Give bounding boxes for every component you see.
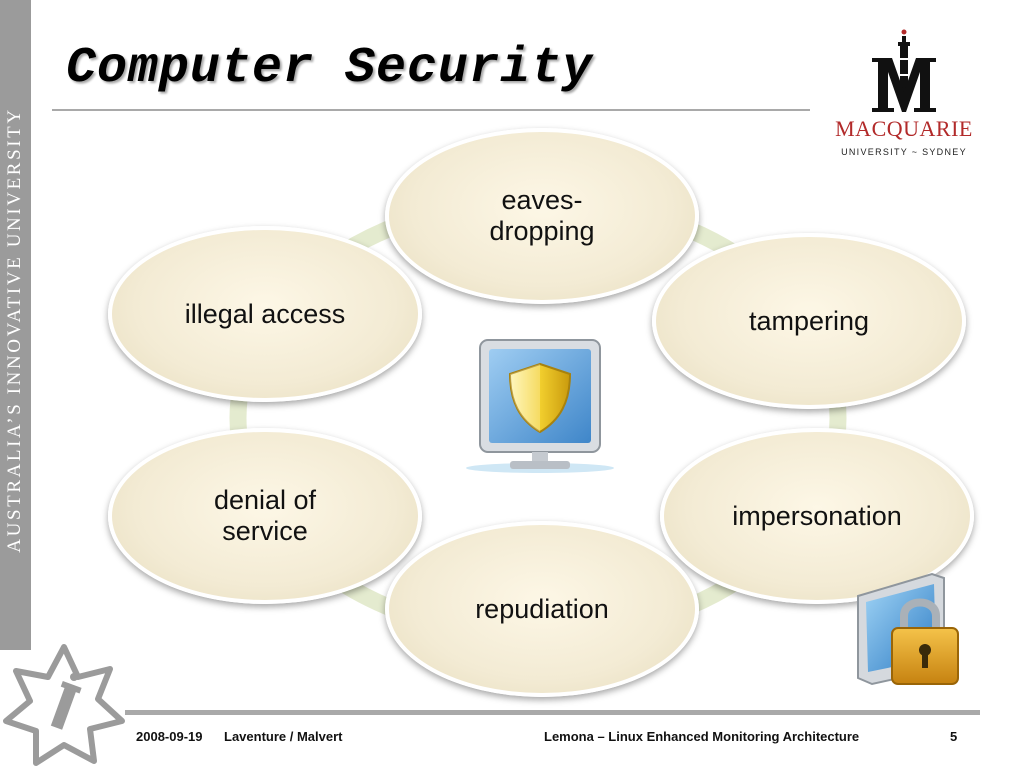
threat-label: repudiation bbox=[475, 593, 609, 624]
threat-label: impersonation bbox=[732, 500, 902, 531]
threat-eavesdropping: eaves- dropping bbox=[385, 128, 699, 304]
footer-project: Lemona – Linux Enhanced Monitoring Archi… bbox=[544, 729, 860, 744]
title-divider bbox=[52, 109, 810, 111]
padlock-monitor-icon bbox=[857, 572, 959, 686]
shield-monitor-icon bbox=[466, 339, 614, 473]
macquarie-m-icon bbox=[872, 29, 936, 112]
threat-denial-of-service: denial of service bbox=[108, 428, 422, 604]
threat-label: tampering bbox=[748, 305, 870, 336]
threat-tampering: tampering bbox=[652, 233, 966, 409]
university-logo: MACQUARIE UNIVERSITY ~ SYDNEY bbox=[834, 28, 974, 160]
footer-divider bbox=[125, 710, 980, 715]
sidebar: AUSTRALIA’S INNOVATIVE UNIVERSITY bbox=[0, 0, 31, 650]
page-title: Computer Security bbox=[66, 40, 594, 97]
threat-impersonation: impersonation bbox=[660, 428, 974, 604]
threat-repudiation: repudiation bbox=[385, 521, 699, 697]
page-number: 5 bbox=[950, 729, 958, 744]
university-star-icon bbox=[3, 644, 125, 766]
logo-name: MACQUARIE bbox=[835, 116, 973, 141]
logo-subtitle: UNIVERSITY ~ SYDNEY bbox=[841, 147, 967, 157]
threat-label: denial of service bbox=[213, 485, 317, 546]
footer-date: 2008-09-19 bbox=[136, 729, 203, 744]
threat-label: illegal access bbox=[184, 298, 346, 329]
threat-illegal-access: illegal access bbox=[108, 226, 422, 402]
footer-authors: Laventure / Malvert bbox=[224, 729, 343, 744]
threat-label: eaves- dropping bbox=[489, 185, 595, 246]
